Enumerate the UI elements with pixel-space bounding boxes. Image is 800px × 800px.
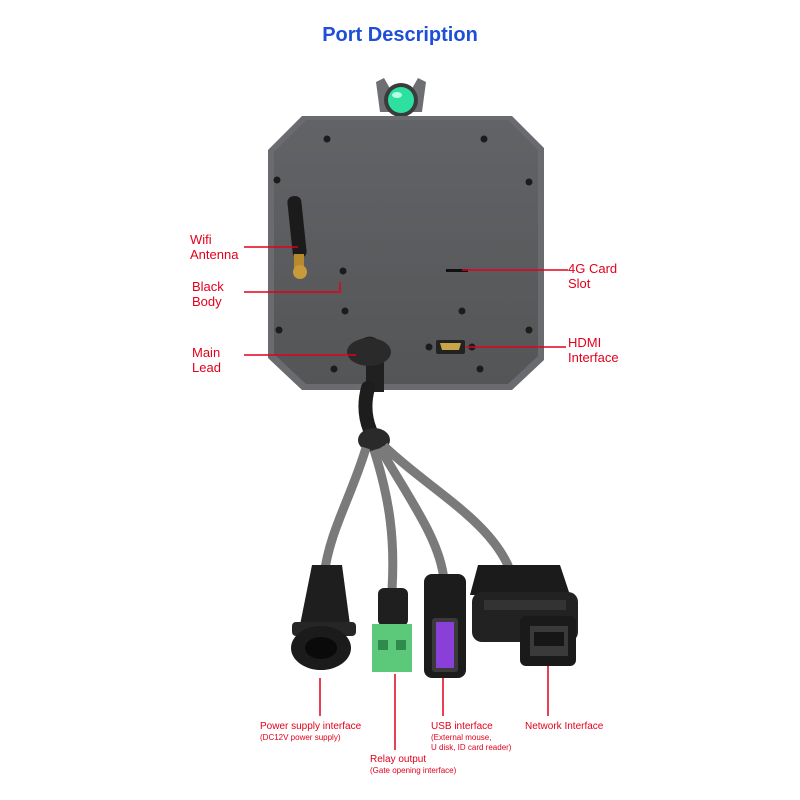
label-line: Slot bbox=[568, 276, 591, 291]
label-line: HDMI bbox=[568, 335, 602, 350]
label-line: Antenna bbox=[190, 247, 239, 262]
label-relay: Relay output (Gate opening interface) bbox=[370, 754, 456, 776]
label-line: USB interface bbox=[431, 721, 493, 732]
label-line: Wifi bbox=[190, 232, 212, 247]
leader-lines bbox=[244, 246, 568, 750]
page-title: Port Description bbox=[322, 24, 478, 46]
label-line: Power supply interface bbox=[260, 721, 362, 732]
card-slot-icon bbox=[446, 269, 468, 272]
label-line: 4G Card bbox=[568, 261, 618, 276]
label-line: Black bbox=[192, 279, 224, 294]
label-line: Interface bbox=[568, 350, 619, 365]
label-line: Main bbox=[192, 345, 221, 360]
main-lead-cable bbox=[347, 336, 391, 452]
hdmi-port-icon bbox=[436, 340, 465, 354]
power-connector-icon bbox=[291, 565, 356, 670]
label-wifi-antenna: Wifi Antenna bbox=[190, 232, 238, 262]
relay-connector-icon bbox=[372, 588, 412, 672]
label-line: Lead bbox=[192, 360, 221, 375]
label-card-slot: 4G Card Slot bbox=[568, 261, 617, 291]
device-body bbox=[268, 116, 544, 390]
label-line: (Gate opening interface) bbox=[370, 766, 457, 775]
antenna-icon bbox=[287, 196, 307, 279]
branch-cables bbox=[319, 442, 515, 591]
label-network: Network Interface bbox=[525, 721, 603, 733]
label-line: (DC12V power supply) bbox=[260, 733, 341, 742]
label-hdmi: HDMI Interface bbox=[568, 335, 619, 365]
network-connector-icon bbox=[470, 565, 578, 666]
label-line: (External mouse, bbox=[431, 733, 492, 742]
label-main-lead: Main Lead bbox=[192, 345, 221, 375]
label-line: Relay output bbox=[370, 754, 427, 765]
indicator-light bbox=[376, 78, 426, 117]
label-line: Network Interface bbox=[525, 721, 604, 732]
usb-connector-icon bbox=[424, 574, 466, 678]
label-black-body: Black Body bbox=[192, 279, 224, 309]
label-line: Body bbox=[192, 294, 222, 309]
label-power: Power supply interface (DC12V power supp… bbox=[260, 721, 361, 743]
label-line: U disk, ID card reader) bbox=[431, 743, 512, 752]
label-usb: USB interface (External mouse, U disk, I… bbox=[431, 721, 511, 753]
